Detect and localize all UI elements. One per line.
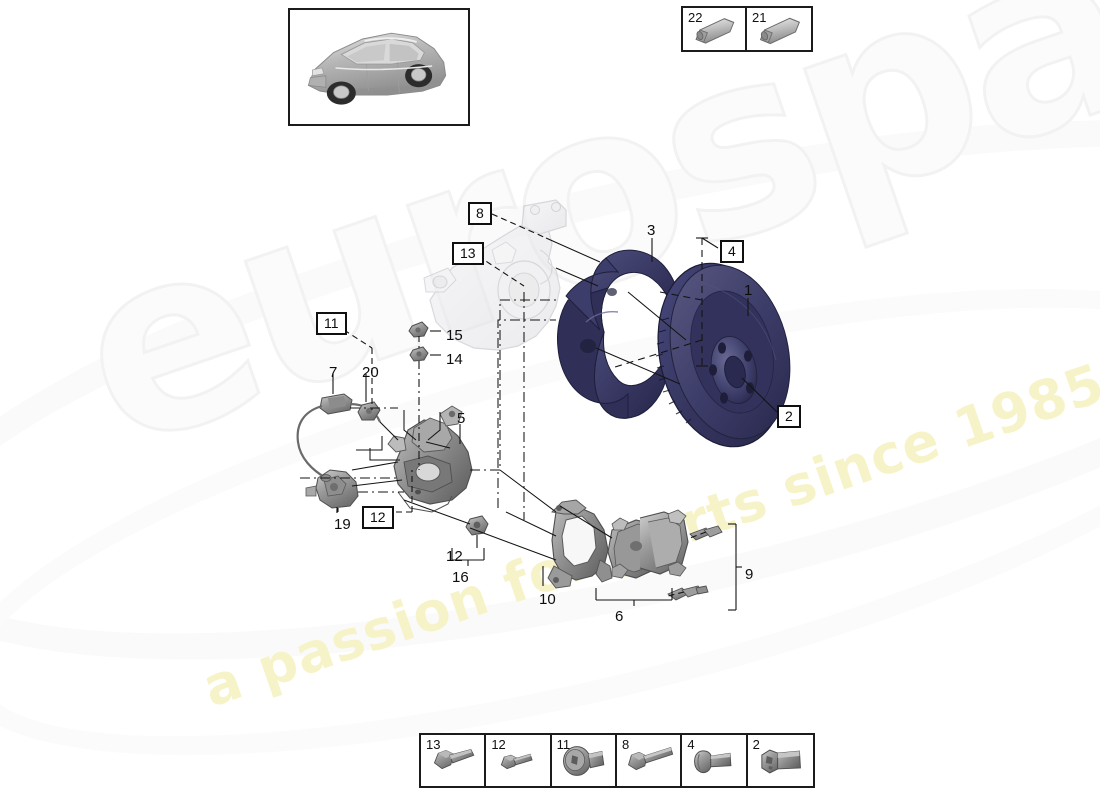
vehicle-thumbnail-panel xyxy=(288,8,470,126)
callout-13-knuckle-bolt: 13 xyxy=(452,242,484,265)
callout-2-disc-screw: 2 xyxy=(777,405,801,428)
fastener-cell-11-number: 11 xyxy=(556,737,571,752)
part-pad-retaining-clip-set xyxy=(667,525,723,601)
fastener-cell-8-number: 8 xyxy=(622,737,630,752)
callout-3-backing-plate: 3 xyxy=(647,222,656,239)
part-sensor-bracket xyxy=(408,321,429,338)
leader-lines xyxy=(332,213,778,611)
fastener-cell-13: 13 xyxy=(421,735,487,786)
callout-6-brake-pad-set: 6 xyxy=(615,608,624,625)
tube-cell-22-number: 22 xyxy=(688,10,703,25)
lubricant-tubes-panel: 22 21 xyxy=(681,6,813,52)
tube-cell-21-number: 21 xyxy=(752,10,767,25)
callout-20-cable-clip: 20 xyxy=(362,364,379,381)
tube-cell-21: 21 xyxy=(747,8,811,50)
callout-19-parking-brake-actuator: 19 xyxy=(334,516,351,533)
part-cable-retaining-clip xyxy=(357,401,381,421)
part-leader-lines xyxy=(351,237,687,561)
fasteners-panel-inner: 13 12 11 xyxy=(421,735,813,786)
callout-4-plate-screw: 4 xyxy=(720,240,744,263)
assembly-bracket-marks xyxy=(356,410,441,461)
part-sensor-clip xyxy=(409,346,429,362)
part-caliper-guide-pin xyxy=(465,515,489,536)
callout-14-sensor-clip: 14 xyxy=(446,351,463,368)
fastener-cell-8: 8 xyxy=(617,735,683,786)
tubes-panel-inner: 22 21 xyxy=(683,8,811,50)
dome-head-screw-icon xyxy=(694,750,732,774)
tube-cell-22: 22 xyxy=(683,8,747,50)
callout-11-wheel-bolt: 11 xyxy=(316,312,347,335)
part-brake-pad-set xyxy=(607,509,689,579)
part-brake-caliper xyxy=(387,405,473,513)
callout-12-guide-pin-bracket: 12 xyxy=(446,548,463,565)
fastener-cell-12: 12 xyxy=(486,735,552,786)
grease-tube-icon xyxy=(759,17,800,45)
fastener-cell-13-number: 13 xyxy=(426,737,441,752)
part-parking-brake-actuator xyxy=(305,469,359,509)
fastener-cell-11: 11 xyxy=(552,735,617,786)
short-hex-bolt-icon xyxy=(501,753,533,770)
vehicle-illustration xyxy=(291,10,467,124)
wheel-hub-bolt-icon xyxy=(562,746,604,776)
fastener-cell-2-number: 2 xyxy=(752,737,760,752)
callout-15-sensor-bracket: 15 xyxy=(446,327,463,344)
callout-16-guide-pin: 16 xyxy=(452,569,469,586)
part-brake-disc xyxy=(655,262,791,448)
fastener-cell-2: 2 xyxy=(748,735,813,786)
part-brake-caliper-carrier xyxy=(547,499,613,589)
callout-7-brake-pad-wear-sensor: 7 xyxy=(329,364,338,381)
long-hex-bolt-icon xyxy=(628,746,674,771)
grease-tube-icon xyxy=(695,18,735,44)
callout-10-caliper-carrier: 10 xyxy=(539,591,556,608)
fasteners-legend-panel: 13 12 11 xyxy=(419,733,815,788)
hex-flange-bolt-icon xyxy=(433,748,475,770)
assembly-alignment-lines xyxy=(300,292,560,520)
callout-9-pad-retaining-clips: 9 xyxy=(745,566,754,583)
disc-retaining-screw-icon xyxy=(761,749,801,774)
fastener-cell-12-number: 12 xyxy=(491,737,506,752)
callout-12-guide-bolt-boxed: 12 xyxy=(362,506,394,529)
fastener-cell-4: 4 xyxy=(682,735,748,786)
callout-1-brake-disc: 1 xyxy=(744,282,753,299)
callout-8-carrier-bolt: 8 xyxy=(468,202,492,225)
callout-5-brake-caliper: 5 xyxy=(457,410,466,427)
fastener-cell-4-number: 4 xyxy=(687,737,695,752)
